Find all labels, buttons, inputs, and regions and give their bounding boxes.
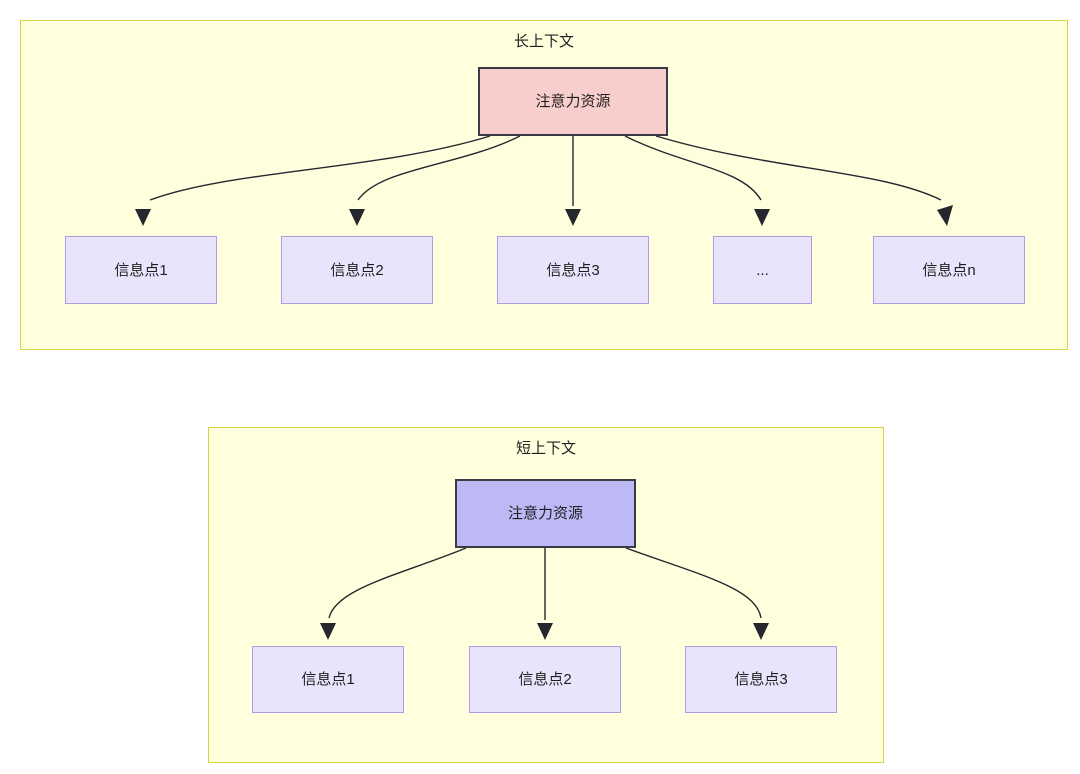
node-label: 注意力资源 <box>507 505 583 522</box>
node-label: 信息点2 <box>330 261 384 279</box>
node-label: 注意力资源 <box>535 93 611 110</box>
node-label: 信息点1 <box>301 671 355 688</box>
node-info-point-long-1[interactable]: 信息点1 <box>65 236 217 304</box>
node-label: 信息点1 <box>114 261 168 279</box>
node-info-point-short-1[interactable]: 信息点1 <box>252 646 404 713</box>
node-info-point-long-n[interactable]: 信息点n <box>873 236 1025 304</box>
panel-short-context-title: 短上下文 <box>515 440 576 457</box>
node-info-point-short-2[interactable]: 信息点2 <box>469 646 621 713</box>
node-info-point-long-3[interactable]: 信息点3 <box>497 236 649 304</box>
node-label: 信息点n <box>922 261 976 279</box>
node-info-point-short-3[interactable]: 信息点3 <box>685 646 837 713</box>
node-label: 信息点3 <box>734 671 788 688</box>
node-info-point-long-2[interactable]: 信息点2 <box>281 236 433 304</box>
node-info-point-long-ellipsis[interactable]: ... <box>713 236 812 304</box>
node-attention-resource-long[interactable]: 注意力资源 <box>478 67 668 136</box>
node-attention-resource-short[interactable]: 注意力资源 <box>455 479 636 548</box>
panel-long-context-title: 长上下文 <box>513 33 574 50</box>
node-label: ... <box>756 261 769 279</box>
node-label: 信息点3 <box>546 261 600 279</box>
node-label: 信息点2 <box>518 671 572 688</box>
